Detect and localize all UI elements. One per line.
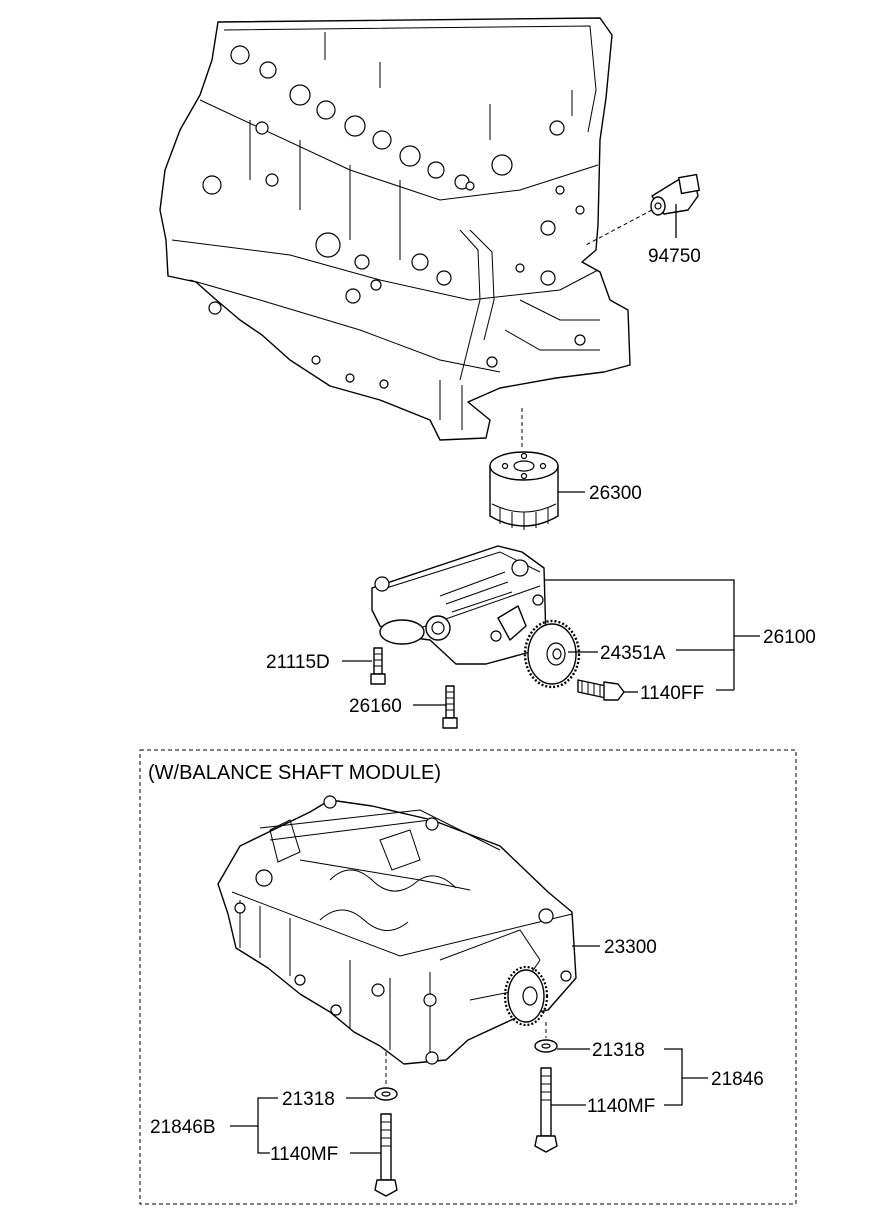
section-note: (W/BALANCE SHAFT MODULE) [148, 762, 441, 784]
oil-filter-illustration [489, 451, 559, 530]
right-kit-bracket [664, 1048, 683, 1106]
sensor-mount-line [583, 209, 653, 247]
oil-pump-illustration [371, 545, 547, 665]
pump-bracket-top [544, 579, 735, 690]
left-bolt-illustration [374, 1113, 398, 1197]
part-number-94750: 94750 [648, 246, 701, 267]
part-number-26300: 26300 [589, 483, 642, 504]
right-bolt-illustration [534, 1067, 558, 1153]
oil-pressure-sensor-illustration [650, 173, 700, 216]
right-washer-illustration [534, 1039, 558, 1053]
part-number-26160: 26160 [349, 696, 402, 717]
pump-bolt-1140ff-illustration [577, 679, 625, 701]
drive-gear-illustration [523, 619, 581, 689]
part-number-1140mf-left: 1140MF [270, 1144, 338, 1165]
pump-bolt-26160-illustration [442, 685, 458, 729]
pump-bolt-21115d-illustration [370, 647, 386, 685]
balance-shaft-module-illustration [217, 795, 577, 1065]
part-number-21846: 21846 [711, 1069, 764, 1090]
part-number-1140ff: 1140FF [640, 683, 704, 704]
part-number-24351a: 24351A [600, 643, 666, 664]
left-washer-illustration [374, 1087, 398, 1101]
engine-block-illustration [159, 17, 631, 441]
part-number-21115d: 21115D [266, 652, 330, 673]
part-number-21846b: 21846B [150, 1117, 216, 1138]
part-number-21318-right: 21318 [592, 1040, 645, 1061]
part-number-26100: 26100 [763, 627, 816, 648]
balance-shaft-section-frame [139, 749, 797, 1205]
part-number-21318-left: 21318 [282, 1089, 335, 1110]
part-number-23300: 23300 [604, 937, 657, 958]
part-number-1140mf-right: 1140MF [587, 1096, 655, 1117]
